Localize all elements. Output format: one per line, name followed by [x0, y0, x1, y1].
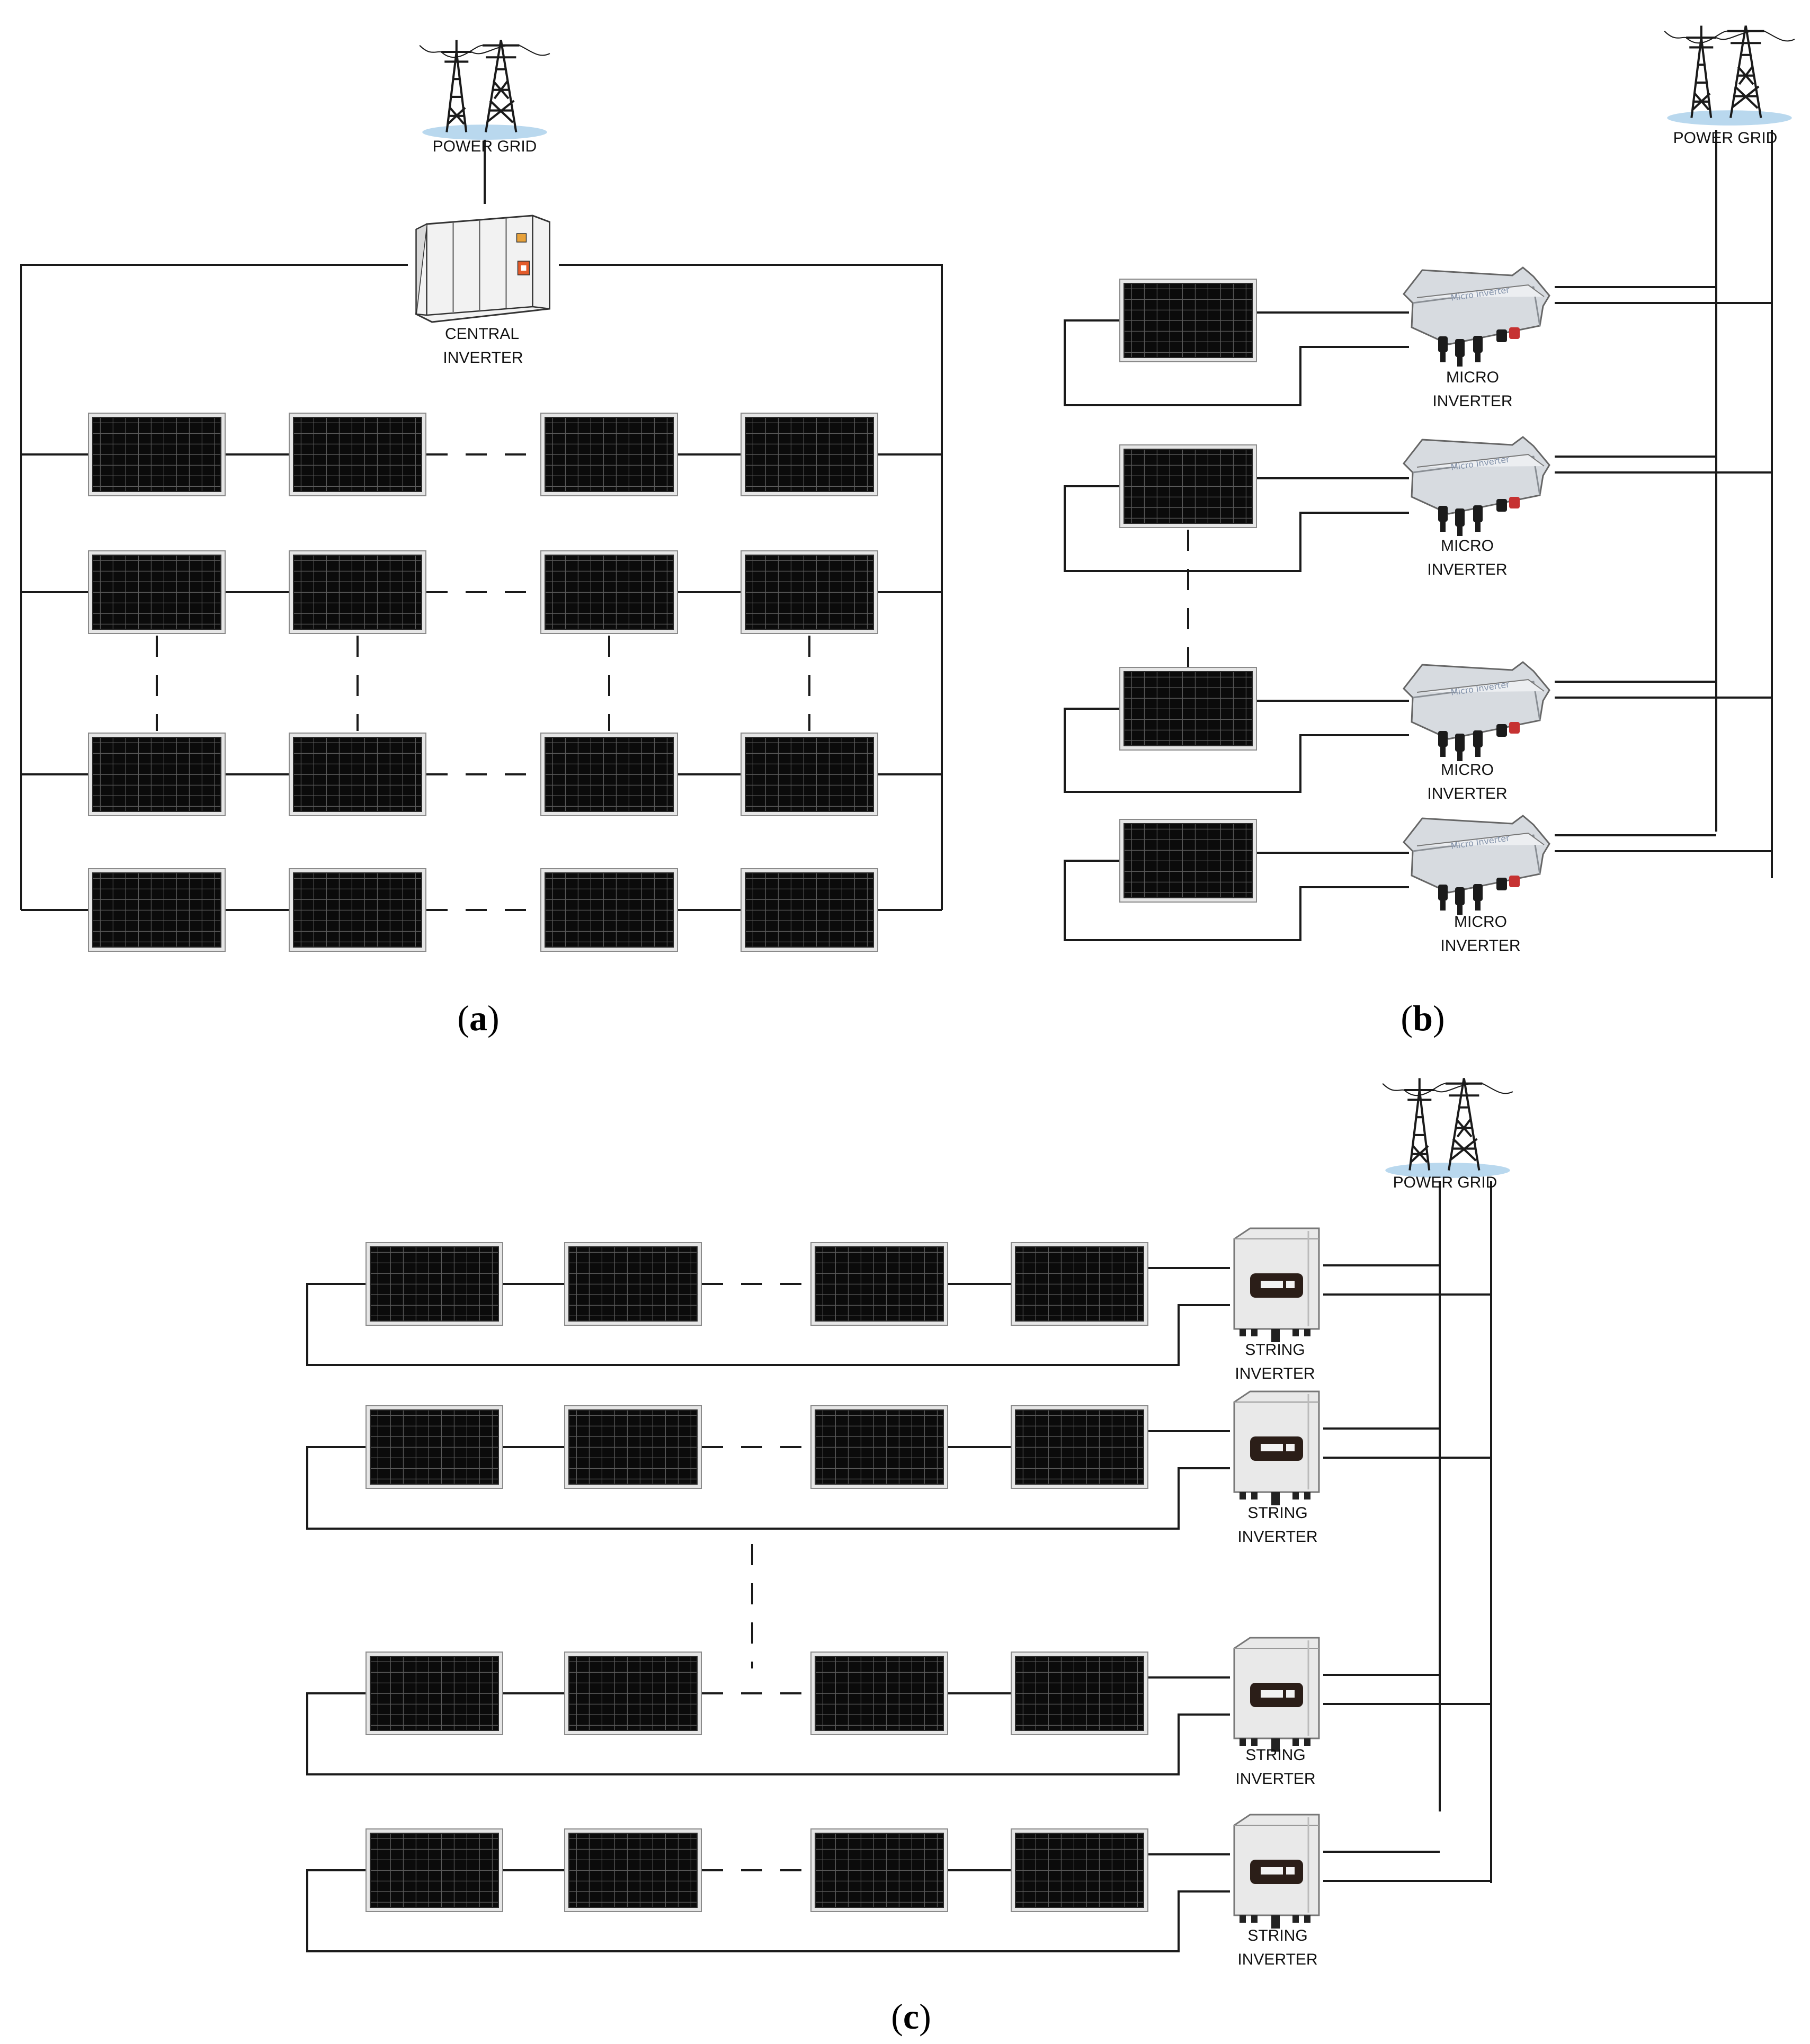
- panel-a-solar-panel-r4c3: [540, 868, 678, 952]
- panel-b-caption: (b): [1401, 998, 1445, 1038]
- string-label-1-line1: STRING: [1245, 1341, 1305, 1359]
- panel-b-micro-inverter-icon-1: [1403, 266, 1550, 368]
- panel-a-inverter-label-line2: INVERTER: [443, 349, 523, 367]
- panel-c-string-inverter-icon-2: [1233, 1390, 1320, 1505]
- panel-c-transmission-tower-icon: [1383, 1078, 1513, 1177]
- panel-c-solar-panel-r2c4: [1011, 1405, 1148, 1489]
- row-c-loop: [306, 1692, 1230, 1775]
- panel-b-transmission-tower-icon: [1664, 25, 1795, 125]
- panel-b-micro-inverter-icon-4: [1403, 815, 1550, 916]
- panel-b-solar-panel-3: [1119, 667, 1257, 751]
- panel-a-solar-panel-r4c1: [88, 868, 226, 952]
- panel-c-solar-panel-r1c4: [1011, 1242, 1148, 1326]
- string-label-3-line1: STRING: [1245, 1746, 1305, 1764]
- panel-a-inverter-label-line1: CENTRAL: [445, 325, 519, 343]
- label-layer: POWER GRID CENTRAL INVERTER (a) POWER GR…: [433, 129, 1778, 2037]
- string-label-3-line2: INVERTER: [1235, 1770, 1315, 1788]
- panel-c-solar-panel-r4c1: [365, 1828, 503, 1912]
- panel-c-solar-panel-r3c3: [810, 1652, 948, 1735]
- panel-b-micro-inverter-icon-2: [1403, 436, 1550, 537]
- panel-c-solar-panel-r4c4: [1011, 1828, 1148, 1912]
- micro-label-1-line2: INVERTER: [1432, 392, 1512, 410]
- panel-b-grid-label: POWER GRID: [1673, 129, 1778, 147]
- panel-a-solar-panel-r2c2: [289, 550, 426, 634]
- string-label-2-line2: INVERTER: [1237, 1528, 1317, 1546]
- panel-a-solar-panel-r2c4: [741, 550, 878, 634]
- panel-c-solar-panel-r3c4: [1011, 1652, 1148, 1735]
- panel-a-grid-label: POWER GRID: [433, 138, 537, 155]
- panel-a-solar-panel-r3c3: [540, 733, 678, 816]
- panel-a-solar-panel-r1c1: [88, 413, 226, 496]
- string-label-2-line1: STRING: [1247, 1504, 1307, 1522]
- panel-c-solar-panel-r4c2: [564, 1828, 702, 1912]
- panel-b-micro-inverter-icon-3: [1403, 661, 1550, 762]
- panel-c-string-inverter-icon-3: [1233, 1637, 1320, 1752]
- bus-right-a: [559, 264, 943, 910]
- panel-a-solar-panel-r3c4: [741, 733, 878, 816]
- panel-c-solar-panel-r2c3: [810, 1405, 948, 1489]
- panel-a-solar-panel-r2c3: [540, 550, 678, 634]
- bus-left-a: [20, 264, 408, 910]
- wiring-layer: [20, 130, 1773, 1952]
- micro-label-3-line2: INVERTER: [1427, 785, 1507, 802]
- panel-c-solar-panel-r2c1: [365, 1405, 503, 1489]
- dc-loop-b: [1064, 319, 1409, 406]
- micro-label-4-line2: INVERTER: [1440, 937, 1520, 954]
- panel-a-solar-panel-r1c2: [289, 413, 426, 496]
- micro-label-2-line2: INVERTER: [1427, 561, 1507, 578]
- panel-a-central-inverter-icon: [415, 215, 551, 323]
- panel-a-solar-panel-r3c1: [88, 733, 226, 816]
- panel-a-solar-panel-r1c3: [540, 413, 678, 496]
- string-label-4-line1: STRING: [1247, 1927, 1307, 1944]
- panel-a-transmission-tower-icon: [420, 40, 550, 139]
- panel-a-solar-panel-r1c4: [741, 413, 878, 496]
- micro-label-1-line1: MICRO: [1446, 369, 1499, 386]
- panel-b-solar-panel-2: [1119, 444, 1257, 528]
- row-c-loop: [306, 1283, 1230, 1366]
- panel-c-solar-panel-r3c2: [564, 1652, 702, 1735]
- row-c-loop: [306, 1869, 1230, 1952]
- string-label-4-line2: INVERTER: [1237, 1951, 1317, 1968]
- panel-a-solar-panel-r2c1: [88, 550, 226, 634]
- panel-c-solar-panel-r2c2: [564, 1405, 702, 1489]
- string-label-1-line2: INVERTER: [1235, 1365, 1315, 1382]
- panel-a-solar-panel-r4c2: [289, 868, 426, 952]
- panel-c-solar-panel-r1c1: [365, 1242, 503, 1326]
- panel-c-caption: (c): [891, 1996, 931, 2037]
- panel-b-solar-panel-1: [1119, 279, 1257, 362]
- panel-c-solar-panel-r1c3: [810, 1242, 948, 1326]
- micro-label-4-line1: MICRO: [1454, 913, 1507, 931]
- panel-a-caption: (a): [457, 998, 499, 1038]
- panel-a-solar-panel-r4c4: [741, 868, 878, 952]
- dc-loop-b: [1064, 708, 1409, 793]
- panel-a-solar-panel-r3c2: [289, 733, 426, 816]
- panel-c-solar-panel-r3c1: [365, 1652, 503, 1735]
- panel-c-solar-panel-r1c2: [564, 1242, 702, 1326]
- panel-c-grid-label: POWER GRID: [1393, 1174, 1497, 1191]
- panel-c-string-inverter-icon-1: [1233, 1227, 1320, 1342]
- row-c-loop: [306, 1446, 1230, 1530]
- panel-c-string-inverter-icon-4: [1233, 1814, 1320, 1929]
- dc-loop-b: [1064, 485, 1409, 572]
- panel-b-solar-panel-4: [1119, 819, 1257, 903]
- dc-loop-b: [1064, 860, 1409, 941]
- panel-c-solar-panel-r4c3: [810, 1828, 948, 1912]
- micro-label-3-line1: MICRO: [1441, 761, 1494, 779]
- micro-label-2-line1: MICRO: [1441, 537, 1494, 555]
